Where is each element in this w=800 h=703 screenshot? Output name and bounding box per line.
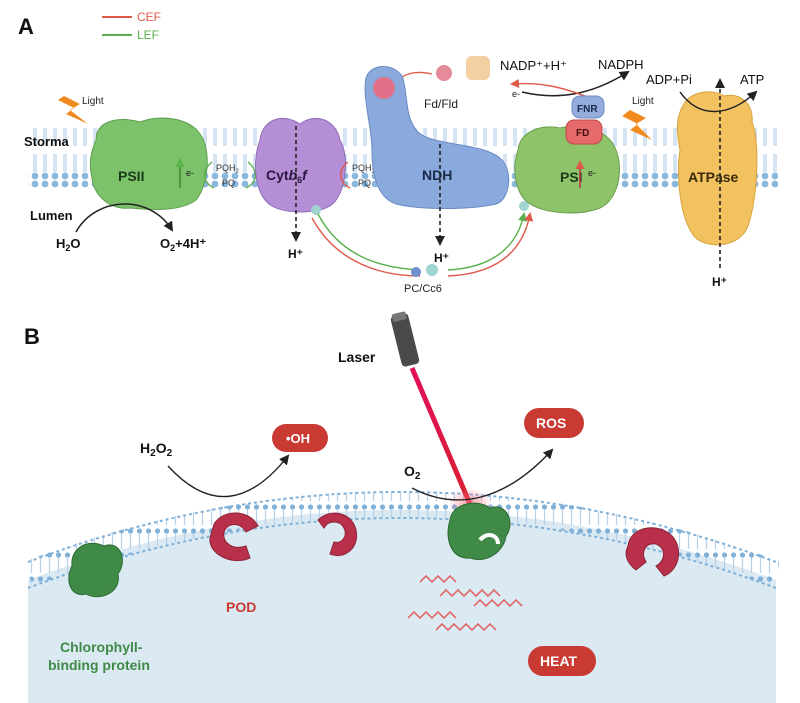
atpase-proton-label: H⁺: [712, 275, 727, 289]
ndh-label: NDH: [422, 167, 452, 183]
chlorophyll-protein-center-icon: [447, 502, 511, 560]
stroma-label: Storma: [24, 134, 70, 149]
cef-path-left: [311, 217, 421, 277]
psi-electron-label: e-: [588, 168, 596, 178]
legend-cef-label: CEF: [137, 10, 161, 24]
pq2-cycle-left: [340, 161, 351, 189]
legend-lef-label: LEF: [137, 28, 159, 42]
fnr-protein: [571, 95, 605, 119]
oh-badge-label: •OH: [286, 431, 310, 446]
cytb6f-complex: Cytb6f H⁺: [255, 118, 346, 261]
light-bolt-psi-icon: [622, 110, 652, 140]
fnr-electron-arrow: [510, 78, 591, 99]
chlorophyll-label-line2: binding protein: [48, 657, 150, 673]
panel-b-label: B: [24, 324, 40, 349]
light-label-psi: Light: [632, 96, 654, 107]
fd-label: FD: [576, 128, 589, 139]
o2-label: O2: [404, 463, 421, 482]
cef-path-right: [447, 212, 534, 277]
psi-pc-dock-icon: [519, 201, 529, 211]
pod-protein-1-icon: [209, 512, 259, 561]
h2o2-label: H2O2: [140, 440, 173, 459]
heat-waves-icon: [407, 574, 523, 632]
pq-pool-1: PQH2 PQ: [204, 161, 256, 189]
pq1-bottom-label: PQ: [222, 178, 235, 188]
fd-fld-group: Fd/Fld: [394, 56, 490, 111]
heat-badge: [528, 646, 596, 676]
panel-a: A CEF LEF Light Storma Lumen PSII e- PQH…: [18, 10, 778, 295]
fd-fld-protein-icon: [436, 65, 452, 81]
adp-to-atp-arrow: [679, 90, 758, 113]
pc-protein-icon: [411, 267, 421, 277]
nadp-to-nadph-arrow: [521, 70, 630, 97]
nadp-label: NADP⁺+H⁺: [500, 58, 567, 73]
nadp-protein-icon: [466, 56, 490, 80]
atp-label: ATP: [740, 72, 764, 87]
laser-label: Laser: [338, 349, 376, 365]
chlorophyll-label-line1: Chlorophyll-: [60, 639, 143, 655]
psii-electron-label: e-: [186, 168, 194, 178]
psi-complex: FNR FD PSI e-: [514, 95, 620, 214]
legend: CEF LEF: [102, 10, 161, 42]
lef-path-left: [317, 213, 421, 271]
fnr-label: FNR: [577, 104, 598, 115]
h2o2-to-oh-arrow: [167, 454, 290, 498]
ros-badge: [524, 408, 584, 438]
ndh-fd-binding-icon: [373, 77, 395, 99]
lumen-label: Lumen: [30, 208, 73, 223]
pq1-cycle-left: [204, 161, 215, 189]
psii-label: PSII: [118, 168, 144, 184]
oxygen-products-label: O2+4H⁺: [160, 236, 206, 253]
chlorophyll-protein-left-icon: [68, 542, 123, 598]
light-bolt-psii-icon: [58, 96, 88, 124]
heat-badge-label: HEAT: [540, 653, 578, 669]
pc-cc6-label: PC/Cc6: [404, 283, 442, 295]
cytb6f-label: Cytb6f: [266, 167, 308, 185]
cytb6f-proton-label: H⁺: [288, 247, 303, 261]
pq2-bottom-label: PQ: [358, 178, 371, 188]
psi-label: PSI: [560, 169, 583, 185]
water-label: H2O: [56, 236, 81, 253]
ndh-proton-label: H⁺: [434, 251, 449, 265]
pq1-cycle-right: [245, 161, 256, 189]
laser-device-icon: [390, 311, 420, 367]
ros-badge-label: ROS: [536, 415, 566, 431]
panel-b: B Laser H2O2 •OH O2 ROS: [23, 311, 781, 703]
lef-path-right: [447, 212, 527, 271]
fnr-electron-label: e-: [512, 89, 520, 99]
cyt-pc-dock-icon: [311, 205, 321, 215]
atpase-label: ATPase: [688, 169, 739, 185]
oh-badge: [272, 424, 328, 452]
water-splitting-arrow: [75, 203, 174, 233]
laser-beam: [409, 367, 473, 505]
panel-a-label: A: [18, 14, 34, 39]
o2-to-ros-arrow: [411, 448, 554, 501]
cc6-protein-icon: [426, 264, 438, 276]
atpase-complex: ATPase H⁺: [676, 78, 758, 289]
light-label-psii: Light: [82, 96, 104, 107]
psii-complex: PSII e-: [89, 117, 208, 210]
pod-label: POD: [226, 599, 256, 615]
pod-protein-3-icon: [625, 527, 679, 577]
ndh-complex: NDH H⁺: [364, 66, 510, 265]
pod-protein-2-icon: [317, 512, 358, 556]
fd-fld-label: Fd/Fld: [424, 97, 458, 111]
adp-label: ADP+Pi: [646, 72, 692, 87]
pq1-top-label: PQH2: [216, 163, 240, 175]
fd-protein: [565, 119, 603, 145]
nadph-label: NADPH: [598, 57, 644, 72]
